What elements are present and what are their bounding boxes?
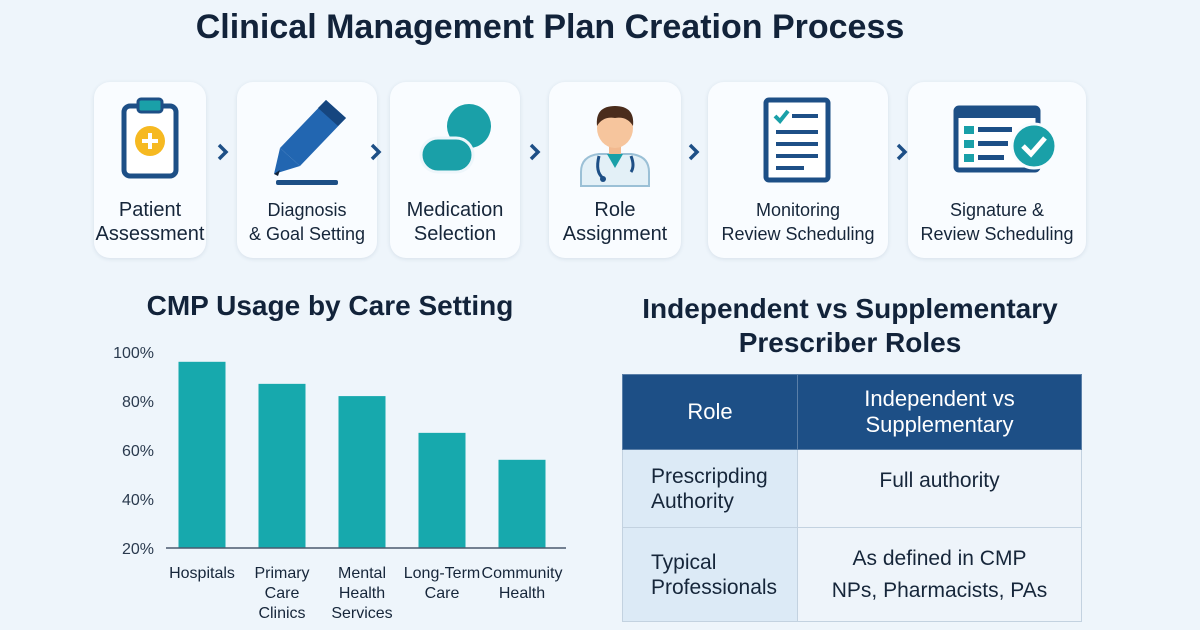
row-label-line1: Prescripding xyxy=(651,464,768,488)
pen-icon xyxy=(274,100,346,185)
row-label-line2: Authority xyxy=(651,489,734,513)
y-tick-label: 40% xyxy=(122,492,154,509)
x-tick-label-line: Health xyxy=(499,585,545,602)
step-label-line1: Signature & xyxy=(949,200,1045,220)
roles-table: Role Independent vs Supplementary Prescr… xyxy=(622,374,1082,622)
chevron-right-icon xyxy=(529,143,541,161)
x-tick-label-line: Hospitals xyxy=(169,565,235,582)
page-title: Clinical Management Plan Creation Proces… xyxy=(195,8,905,46)
form-check-icon xyxy=(953,105,1058,173)
step-label-line1: Patient xyxy=(118,199,182,221)
chevron-right-icon xyxy=(688,143,700,161)
row-value-line1: As defined in CMP xyxy=(852,546,1027,570)
step-label-line1: Monitoring xyxy=(755,200,841,220)
x-tick-label-line: Services xyxy=(331,605,392,622)
x-tick-label-line: Clinics xyxy=(258,605,305,622)
chart-title: CMP Usage by Care Setting xyxy=(146,290,514,321)
x-tick-label-line: Primary xyxy=(254,565,309,582)
bar xyxy=(338,396,386,548)
x-tick-label-line: Community xyxy=(482,565,563,582)
x-tick-label-line: Mental xyxy=(338,565,386,582)
checklist-icon xyxy=(763,97,831,183)
row-label-line2: Professionals xyxy=(651,575,778,599)
y-tick-label: 80% xyxy=(122,394,154,411)
table-title: Independent vs Supplementary Prescriber … xyxy=(600,292,1100,360)
y-tick-label: 20% xyxy=(122,541,154,558)
step-label-line1: Medication xyxy=(406,199,504,221)
x-tick-label-line: Care xyxy=(425,585,460,602)
x-tick-label-line: Health xyxy=(339,585,385,602)
header-independent-vs-supplementary: Independent vs Supplementary xyxy=(797,374,1082,450)
chevron-right-icon xyxy=(217,143,229,161)
x-tick-label-line: Care xyxy=(265,585,300,602)
row-label: Prescripding Authority xyxy=(622,449,798,528)
step-label-line2: Review Scheduling xyxy=(721,224,875,244)
step-label-line1: Diagnosis xyxy=(267,200,347,220)
x-tick-label-line: Long-Term xyxy=(404,565,480,582)
header-line1: Independent vs xyxy=(864,386,1015,411)
step-label-line2: Review Scheduling xyxy=(920,224,1074,244)
pills-icon xyxy=(419,104,491,174)
y-tick-label: 60% xyxy=(122,443,154,460)
row-label-line1: Typical xyxy=(651,550,717,574)
header-line2: Supplementary xyxy=(865,412,1014,437)
table-title-line2: Prescriber Roles xyxy=(738,327,962,358)
chevron-right-icon xyxy=(370,143,382,161)
step-label-line2: Assessment xyxy=(95,223,205,245)
bar xyxy=(178,361,226,548)
bar xyxy=(258,383,306,548)
bar xyxy=(498,459,546,548)
step-label-line1: Role xyxy=(594,199,636,221)
table-title-line1: Independent vs Supplementary xyxy=(642,293,1058,324)
header-role: Role xyxy=(622,374,798,450)
doctor-icon xyxy=(580,106,650,187)
row-value-line2: NPs, Pharmacists, PAs xyxy=(831,578,1048,602)
table-row: Typical Professionals As defined in CMP … xyxy=(622,527,1082,622)
row-label: Typical Professionals xyxy=(622,527,798,622)
row-value: Full authority xyxy=(797,449,1082,528)
step-card-diagnosis: Diagnosis & Goal Setting xyxy=(237,82,377,258)
row-value: As defined in CMP NPs, Pharmacists, PAs xyxy=(797,527,1082,622)
step-label-line2: Selection xyxy=(413,223,497,245)
chevron-right-icon xyxy=(896,143,908,161)
y-tick-label: 100% xyxy=(113,345,154,362)
step-card-signature: Signature & Review Scheduling xyxy=(908,82,1086,258)
clipboard-plus-icon xyxy=(121,97,179,179)
step-label-line2: Assignment xyxy=(562,223,668,245)
table-header-row: Role Independent vs Supplementary xyxy=(622,374,1082,450)
step-label-line2: & Goal Setting xyxy=(248,224,366,244)
row-value-line1: Full authority xyxy=(879,469,1000,492)
bar xyxy=(418,432,466,548)
x-tick-label: Hospitals xyxy=(169,565,235,582)
table-row: Prescripding Authority Full authority xyxy=(622,449,1082,528)
